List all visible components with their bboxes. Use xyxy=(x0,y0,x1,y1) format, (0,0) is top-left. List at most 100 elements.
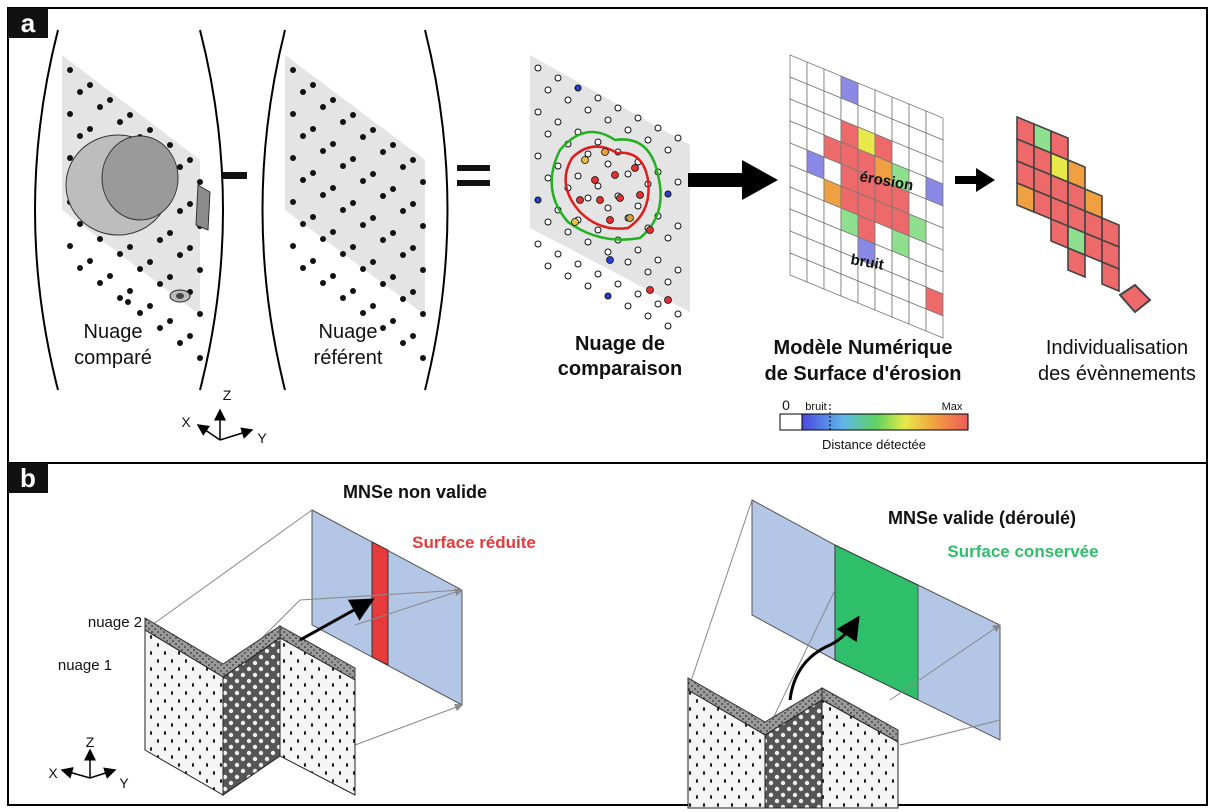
cloud-point xyxy=(330,141,336,147)
cloud-point xyxy=(300,89,306,95)
colorbar xyxy=(801,413,969,431)
cloud-point xyxy=(330,229,336,235)
cloud-point xyxy=(534,196,542,204)
cloud-point xyxy=(147,303,153,309)
colorbar-zero xyxy=(779,413,803,431)
cloud-point xyxy=(664,190,672,198)
cloud-point xyxy=(177,164,183,170)
cloud-point xyxy=(420,223,426,229)
cloud-point xyxy=(147,259,153,265)
cloud-point xyxy=(310,170,316,176)
cloud-point xyxy=(187,201,193,207)
cloud-point xyxy=(554,74,562,82)
small-arrow-head xyxy=(976,168,995,192)
cloud-point xyxy=(390,186,396,192)
detected-point xyxy=(576,196,584,204)
cloud-point xyxy=(127,288,133,294)
big-arrow-head xyxy=(742,160,778,200)
cloud-point xyxy=(584,282,592,290)
cloud-point xyxy=(187,157,193,163)
cloud-point xyxy=(574,172,582,180)
stray-point xyxy=(125,299,131,305)
event-cell xyxy=(1118,283,1152,314)
cloud-point xyxy=(290,111,296,117)
detected-point xyxy=(616,194,624,202)
detected-point xyxy=(601,148,609,156)
scar-edge xyxy=(195,184,211,231)
cloud-point xyxy=(137,310,143,316)
equals-top xyxy=(457,165,490,171)
cloud-point xyxy=(107,273,113,279)
cloud-point xyxy=(534,64,542,72)
cloud-point xyxy=(584,194,592,202)
cloud-point xyxy=(654,124,662,132)
cloud-point xyxy=(300,177,306,183)
cloud-point xyxy=(117,251,123,257)
cloud-point xyxy=(340,163,346,169)
cloud-point xyxy=(544,174,552,182)
cloud-point xyxy=(644,136,652,144)
paren-open-2 xyxy=(261,29,286,391)
detected-point xyxy=(606,256,614,264)
cloud-point xyxy=(614,280,622,288)
cloud-point xyxy=(360,134,366,140)
cloud-point xyxy=(187,245,193,251)
cloud-point xyxy=(674,134,682,142)
valid-title: MNSe valide (déroulé) xyxy=(888,508,1076,528)
cloud-point xyxy=(320,236,326,242)
compared-label-1: Nuage xyxy=(84,321,143,343)
cloud-point xyxy=(360,178,366,184)
cloud-point xyxy=(544,218,552,226)
cloud-point xyxy=(544,262,552,270)
green-contour xyxy=(550,130,662,241)
reference-label-1: Nuage xyxy=(319,321,378,343)
invalid-dsm-diagram xyxy=(144,509,463,796)
cloud-point xyxy=(554,162,562,170)
cloud-point xyxy=(187,333,193,339)
valid-dsm-diagram xyxy=(687,499,1001,809)
cloud-point xyxy=(410,245,416,251)
events-label-2: des évènnements xyxy=(1038,363,1196,385)
cloud-point xyxy=(290,243,296,249)
axes-b xyxy=(60,748,117,779)
cloud-point xyxy=(420,311,426,317)
cloud-point xyxy=(544,86,552,94)
cloud-point xyxy=(67,67,73,73)
panel-b-frame xyxy=(7,462,1208,806)
detected-point xyxy=(636,191,644,199)
cloud-point xyxy=(614,104,622,112)
cloud-point xyxy=(360,310,366,316)
cloud-point xyxy=(594,138,602,146)
detected-point xyxy=(646,286,654,294)
cloud-point xyxy=(320,280,326,286)
paren-close-1 xyxy=(199,29,224,391)
cloud-point xyxy=(594,182,602,190)
comparison-label-1: Nuage de xyxy=(575,333,665,355)
cloud-point xyxy=(380,281,386,287)
cloud-point xyxy=(87,126,93,132)
cloud-point xyxy=(564,96,572,104)
cloud-point xyxy=(350,200,356,206)
cloud-point xyxy=(674,266,682,274)
cloud-point xyxy=(390,274,396,280)
comparison-label-2: comparaison xyxy=(558,358,682,380)
cloud-point xyxy=(340,251,346,257)
cloud-point xyxy=(400,164,406,170)
dsm-label-2: de Surface d'érosion xyxy=(764,363,961,385)
cloud-point xyxy=(544,130,552,138)
cloud-point xyxy=(390,142,396,148)
cloud-point xyxy=(320,192,326,198)
cloud-point xyxy=(197,311,203,317)
comparison-cloud-plane xyxy=(530,55,690,312)
cloud-point xyxy=(584,238,592,246)
detected-point xyxy=(606,216,614,224)
red-contour xyxy=(564,145,650,230)
cloud-point xyxy=(634,202,642,210)
cloud-point xyxy=(310,258,316,264)
cloud-point xyxy=(197,355,203,361)
cloud-point xyxy=(310,214,316,220)
cloud-point xyxy=(330,185,336,191)
reference-cloud-plane xyxy=(285,55,425,315)
detected-point xyxy=(646,226,654,234)
